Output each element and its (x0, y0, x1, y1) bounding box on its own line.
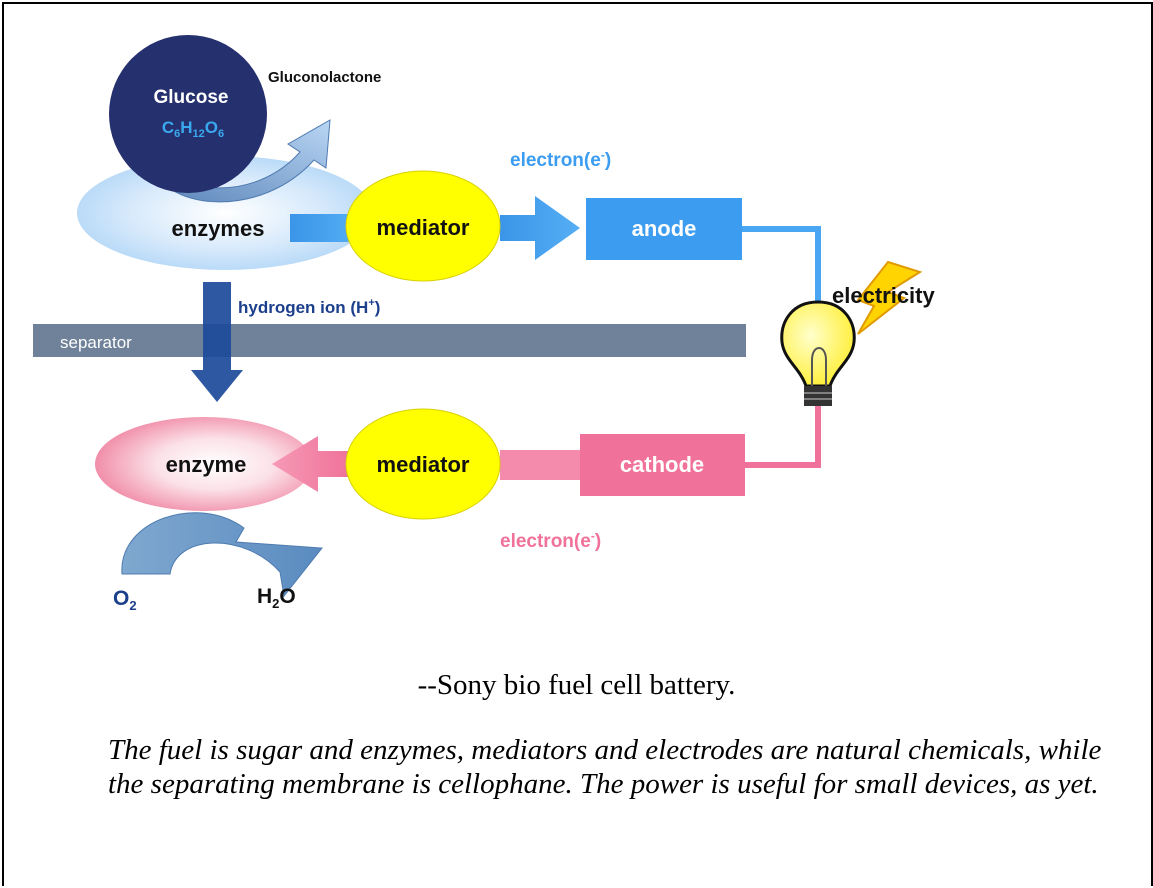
glucose-label: Glucose (154, 87, 229, 108)
electron-bottom-label: electron(e-) (500, 529, 601, 552)
anode-label: anode (632, 216, 697, 241)
anode-box (586, 198, 742, 260)
anode-wire (742, 226, 821, 316)
separator-bar (33, 324, 746, 357)
mediator-to-enzyme-arrow (272, 436, 350, 492)
h2o-label: H2O (257, 585, 296, 611)
o2-label: O2 (113, 587, 137, 613)
mediator-bottom-ellipse (345, 408, 501, 520)
enzyme-ellipse (95, 417, 313, 511)
oxygen-curve-arrow (121, 512, 323, 598)
enzymes-label: enzymes (172, 216, 265, 241)
cathode-label: cathode (620, 452, 704, 477)
enzyme-label: enzyme (166, 452, 247, 477)
mediator-top-ellipse (345, 170, 501, 282)
glucose-circle (109, 35, 267, 193)
figure-caption: --Sony bio fuel cell battery. (417, 669, 736, 701)
mediator-to-anode-arrow (500, 196, 580, 260)
explanatory-note: The fuel is sugar and enzymes, mediators… (108, 734, 1102, 800)
cathode-to-mediator-arrow (500, 450, 580, 480)
enzymes-to-mediator-arrow (290, 214, 360, 242)
separator-label: separator (60, 333, 132, 352)
bio-fuel-cell-diagram: Glucose C6H12O6 Gluconolactone electron(… (33, 35, 935, 613)
cathode-box (580, 434, 745, 496)
lightning-bolt-icon (856, 260, 923, 335)
gluconolactone-label: Gluconolactone (268, 69, 381, 86)
light-bulb-icon (780, 300, 856, 406)
electricity-label: electricity (832, 283, 935, 308)
cathode-wire (745, 405, 821, 468)
hydrogen-ion-label: hydrogen ion (H+) (238, 297, 380, 317)
mediator-top-label: mediator (377, 215, 470, 240)
hydrogen-ion-arrow (191, 282, 243, 402)
mediator-bottom-label: mediator (377, 452, 470, 477)
electron-top-label: electron(e-) (510, 148, 611, 171)
